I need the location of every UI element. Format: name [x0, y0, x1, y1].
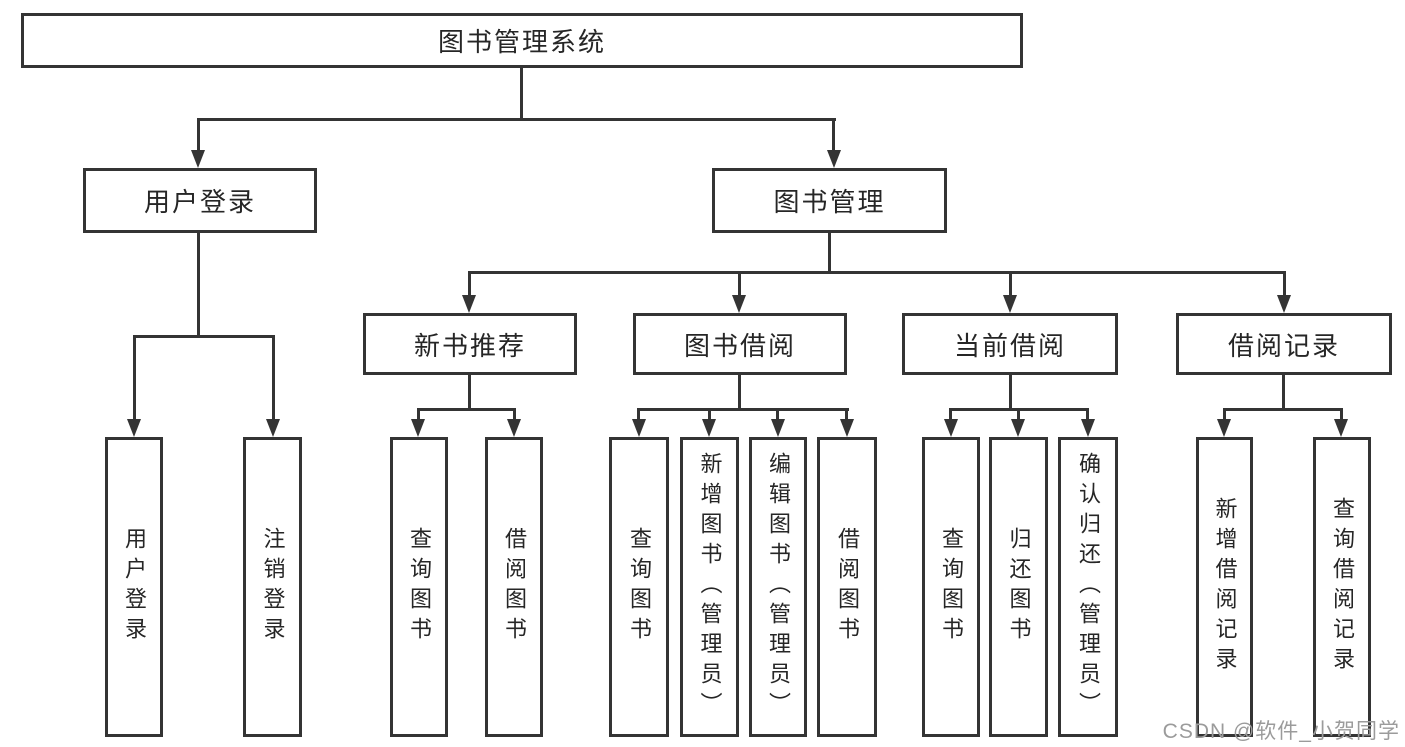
connector-book-borrow-drop-4 — [845, 408, 848, 419]
arrow-to-bb-query-books — [632, 419, 646, 437]
arrow-to-user-login — [191, 150, 205, 168]
arrow-to-cb-confirm-return — [1081, 419, 1095, 437]
leaf-newbook-borrow-books: 借阅图书 — [485, 437, 543, 737]
leaf-newbook-query-books-label: 查询图书 — [407, 527, 432, 647]
leaf-newbook-borrow-books-label: 借阅图书 — [502, 527, 527, 647]
node-book-management: 图书管理 — [712, 168, 947, 233]
connector-current-borrow-stem — [1009, 375, 1012, 408]
arrow-to-br-query-record — [1334, 419, 1348, 437]
arrow-to-nb-query-books — [411, 419, 425, 437]
leaf-user-login-label: 用户登录 — [122, 527, 147, 647]
leaf-current-query-books: 查询图书 — [922, 437, 980, 737]
connector-root-split — [197, 118, 836, 121]
connector-root-right-drop — [832, 118, 835, 150]
leaf-user-login: 用户登录 — [105, 437, 163, 737]
leaf-logout: 注销登录 — [243, 437, 302, 737]
arrow-to-new-book-recommend — [462, 295, 476, 313]
connector-book-borrow-stem — [738, 375, 741, 408]
connector-book-mgmt-stem — [828, 233, 831, 271]
connector-current-borrow-drop-3 — [1086, 408, 1089, 419]
leaf-borrow-query-books-label: 查询图书 — [627, 527, 652, 647]
leaf-current-query-books-label: 查询图书 — [939, 527, 964, 647]
node-borrow-records-label: 借阅记录 — [1227, 330, 1340, 361]
node-new-book-recommend: 新书推荐 — [363, 313, 577, 375]
connector-new-book-drop-1 — [417, 408, 420, 419]
arrow-to-bb-borrow-books — [840, 419, 854, 437]
connector-root-left-drop — [197, 118, 200, 150]
connector-book-mgmt-drop-4 — [1283, 271, 1286, 295]
node-root-system: 图书管理系统 — [21, 13, 1023, 68]
leaf-current-return-books: 归还图书 — [989, 437, 1048, 737]
arrow-to-cb-query-books — [944, 419, 958, 437]
connector-borrow-records-stem — [1282, 375, 1285, 408]
leaf-records-query-record: 查询借阅记录 — [1313, 437, 1371, 737]
connector-user-login-drop-2 — [272, 335, 275, 419]
node-current-borrow-label: 当前借阅 — [953, 330, 1066, 361]
leaf-borrow-edit-books-admin-label: 编辑图书（管理员） — [766, 452, 791, 722]
connector-user-login-split — [133, 335, 275, 338]
arrow-to-borrow-records — [1277, 295, 1291, 313]
leaf-records-add-record: 新增借阅记录 — [1196, 437, 1253, 737]
connector-user-login-stem — [197, 233, 200, 335]
connector-book-borrow-drop-2 — [708, 408, 711, 419]
node-user-login: 用户登录 — [83, 168, 317, 233]
connector-book-mgmt-split — [468, 271, 1286, 274]
connector-new-book-drop-2 — [513, 408, 516, 419]
arrow-to-book-borrow — [732, 295, 746, 313]
node-book-borrow: 图书借阅 — [633, 313, 847, 375]
arrow-to-bb-edit-books — [771, 419, 785, 437]
leaf-newbook-query-books: 查询图书 — [390, 437, 448, 737]
connector-borrow-records-drop-2 — [1340, 408, 1343, 419]
connector-root-stem — [520, 68, 523, 121]
connector-new-book-stem — [468, 375, 471, 408]
leaf-current-confirm-return-admin-label: 确认归还（管理员） — [1076, 452, 1101, 722]
connector-current-borrow-drop-2 — [1017, 408, 1020, 419]
connector-book-mgmt-drop-2 — [738, 271, 741, 295]
connector-book-mgmt-drop-3 — [1009, 271, 1012, 295]
leaf-borrow-query-books: 查询图书 — [609, 437, 669, 737]
node-current-borrow: 当前借阅 — [902, 313, 1118, 375]
leaf-borrow-borrow-books: 借阅图书 — [817, 437, 877, 737]
connector-new-book-split — [417, 408, 516, 411]
connector-borrow-records-split — [1223, 408, 1343, 411]
arrow-to-nb-borrow-books — [507, 419, 521, 437]
arrow-to-leaf-user-login — [127, 419, 141, 437]
arrow-to-br-add-record — [1217, 419, 1231, 437]
leaf-records-add-record-label: 新增借阅记录 — [1212, 497, 1238, 677]
node-book-management-label: 图书管理 — [773, 187, 886, 217]
node-borrow-records: 借阅记录 — [1176, 313, 1392, 375]
arrow-to-current-borrow — [1003, 295, 1017, 313]
arrow-to-bb-add-books — [702, 419, 716, 437]
leaf-current-confirm-return-admin: 确认归还（管理员） — [1058, 437, 1118, 737]
csdn-watermark: CSDN @软件_小贺同学 — [1162, 720, 1400, 743]
leaf-current-return-books-label: 归还图书 — [1006, 527, 1032, 647]
node-new-book-recommend-label: 新书推荐 — [413, 330, 526, 361]
connector-book-mgmt-drop-1 — [468, 271, 471, 295]
connector-user-login-drop-1 — [133, 335, 136, 419]
leaf-borrow-add-books-admin-label: 新增图书（管理员） — [697, 452, 723, 722]
connector-current-borrow-drop-1 — [949, 408, 952, 419]
arrow-to-leaf-logout — [266, 419, 280, 437]
connector-book-borrow-split — [637, 408, 849, 411]
node-root-system-label: 图书管理系统 — [437, 27, 606, 57]
node-book-borrow-label: 图书借阅 — [683, 330, 796, 361]
leaf-borrow-borrow-books-label: 借阅图书 — [835, 527, 860, 647]
connector-borrow-records-drop-1 — [1223, 408, 1226, 419]
arrow-to-cb-return-books — [1011, 419, 1025, 437]
connector-book-borrow-drop-1 — [637, 408, 640, 419]
leaf-borrow-edit-books-admin: 编辑图书（管理员） — [749, 437, 807, 737]
leaf-logout-label: 注销登录 — [260, 527, 286, 647]
node-user-login-label: 用户登录 — [143, 187, 256, 217]
leaf-borrow-add-books-admin: 新增图书（管理员） — [680, 437, 739, 737]
connector-book-borrow-drop-3 — [776, 408, 779, 419]
leaf-records-query-record-label: 查询借阅记录 — [1330, 497, 1355, 677]
arrow-to-book-management — [827, 150, 841, 168]
